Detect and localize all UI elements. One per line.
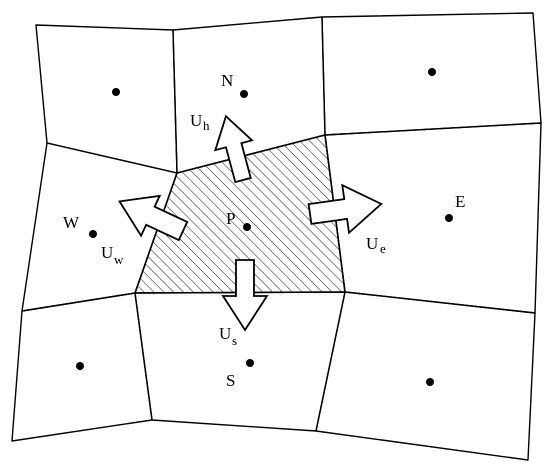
cell-northwest [35,24,178,174]
label-east: E [455,192,465,211]
node-southwest-dot [76,362,84,370]
velocity-east-sub: e [380,241,386,256]
velocity-south-sub: s [232,333,237,348]
velocity-label-south: U s [219,324,237,348]
node-west-dot [89,230,97,238]
node-southeast-dot [426,378,434,386]
velocity-south-base: U [219,324,231,343]
velocity-west-base: U [101,243,113,262]
label-south: S [226,371,235,390]
flux-arrows [118,114,383,332]
velocity-label-north: U h [190,111,210,133]
node-northeast-dot [428,68,436,76]
east-arrow [307,183,383,235]
node-points [76,68,453,386]
node-east-dot [445,214,453,222]
central-control-volume [134,134,346,294]
node-center-dot [243,223,251,231]
south-arrow [221,259,269,332]
north-arrow [213,114,254,184]
velocity-label-east: U e [366,234,386,256]
label-north: N [221,71,233,90]
velocity-east-base: U [366,234,378,253]
label-center: P [226,209,235,228]
west-arrow [118,194,189,242]
velocity-north-sub: h [203,118,210,133]
velocity-north-base: U [190,111,202,130]
velocity-west-sub: w [114,252,124,267]
node-northwest-dot [112,88,120,96]
cell-southeast [315,291,536,461]
node-north-dot [240,90,248,98]
velocity-label-west: U w [101,243,124,267]
label-west: W [63,213,80,232]
node-south-dot [246,359,254,367]
